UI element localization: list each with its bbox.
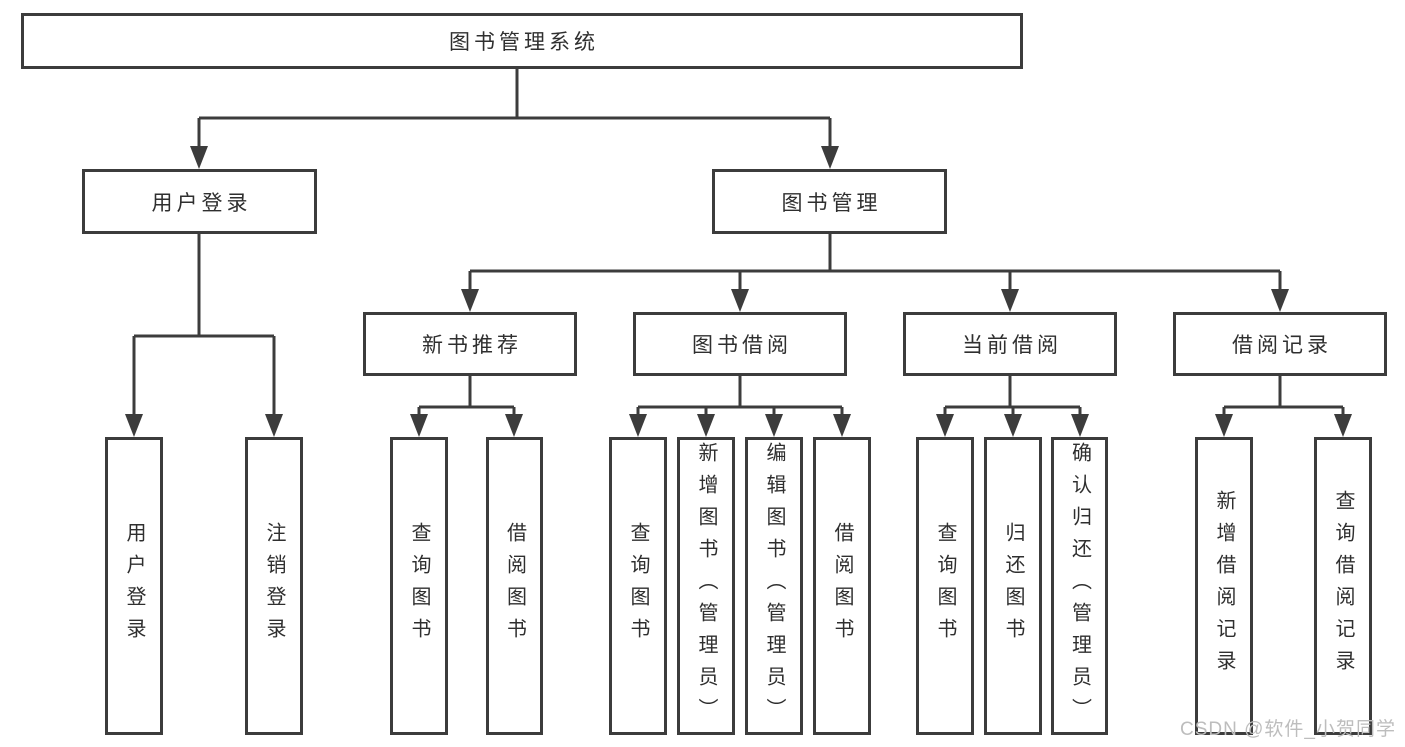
connector-current-borrow-to-leaves bbox=[936, 376, 1089, 437]
leaf-current-return-label: 归还图书 bbox=[1002, 522, 1024, 650]
leaf-borrow-query-label: 查询图书 bbox=[627, 522, 649, 650]
leaf-borrow-borrow: 借阅图书 bbox=[813, 437, 871, 735]
leaf-newbook-borrow: 借阅图书 bbox=[486, 437, 543, 735]
leaf-borrow-borrow-label: 借阅图书 bbox=[831, 522, 853, 650]
leaf-current-return: 归还图书 bbox=[984, 437, 1042, 735]
node-root: 图书管理系统 bbox=[21, 13, 1023, 69]
connector-borrow-record-to-leaves bbox=[1215, 376, 1352, 437]
leaf-logout: 注销登录 bbox=[245, 437, 303, 735]
connector-book-mgmt-to-level3 bbox=[461, 234, 1289, 312]
node-current-borrow-label: 当前借阅 bbox=[962, 334, 1062, 357]
leaf-user-login-label: 用户登录 bbox=[123, 522, 145, 650]
leaf-current-query-label: 查询图书 bbox=[934, 522, 956, 650]
leaf-newbook-borrow-label: 借阅图书 bbox=[503, 522, 526, 650]
node-user-login: 用户登录 bbox=[82, 169, 317, 234]
leaf-borrow-edit: 编辑图书（管理员） bbox=[745, 437, 803, 735]
leaf-record-add-label: 新增借阅记录 bbox=[1213, 490, 1235, 682]
node-book-borrow-label: 图书借阅 bbox=[692, 334, 792, 357]
leaf-record-query-label: 查询借阅记录 bbox=[1332, 490, 1354, 682]
leaf-logout-label: 注销登录 bbox=[263, 522, 285, 650]
leaf-current-confirm: 确认归还（管理员） bbox=[1051, 437, 1108, 735]
node-new-book-label: 新书推荐 bbox=[422, 334, 522, 357]
leaf-current-query: 查询图书 bbox=[916, 437, 974, 735]
node-new-book: 新书推荐 bbox=[363, 312, 577, 376]
connector-root-to-level2 bbox=[190, 69, 839, 169]
leaf-newbook-query: 查询图书 bbox=[390, 437, 448, 735]
leaf-borrow-add: 新增图书（管理员） bbox=[677, 437, 735, 735]
node-user-login-label: 用户登录 bbox=[151, 191, 252, 215]
csdn-watermark: CSDN @软件_小贺同学 bbox=[1180, 719, 1396, 740]
connector-book-borrow-to-leaves bbox=[629, 376, 851, 437]
leaf-current-confirm-label: 确认归还（管理员） bbox=[1068, 442, 1091, 730]
node-book-mgmt: 图书管理 bbox=[712, 169, 947, 234]
leaf-borrow-edit-label: 编辑图书（管理员） bbox=[763, 442, 785, 730]
node-borrow-record: 借阅记录 bbox=[1173, 312, 1387, 376]
connector-user-login-to-leaves bbox=[125, 233, 283, 437]
node-book-borrow: 图书借阅 bbox=[633, 312, 847, 376]
leaf-user-login: 用户登录 bbox=[105, 437, 163, 735]
leaf-record-query: 查询借阅记录 bbox=[1314, 437, 1372, 735]
connector-new-book-to-leaves bbox=[410, 376, 523, 437]
node-current-borrow: 当前借阅 bbox=[903, 312, 1117, 376]
leaf-record-add: 新增借阅记录 bbox=[1195, 437, 1253, 735]
leaf-borrow-query: 查询图书 bbox=[609, 437, 667, 735]
node-book-mgmt-label: 图书管理 bbox=[781, 191, 882, 215]
leaf-newbook-query-label: 查询图书 bbox=[408, 522, 430, 650]
node-root-label: 图书管理系统 bbox=[449, 31, 599, 54]
node-borrow-record-label: 借阅记录 bbox=[1232, 334, 1332, 357]
leaf-borrow-add-label: 新增图书（管理员） bbox=[695, 442, 717, 730]
